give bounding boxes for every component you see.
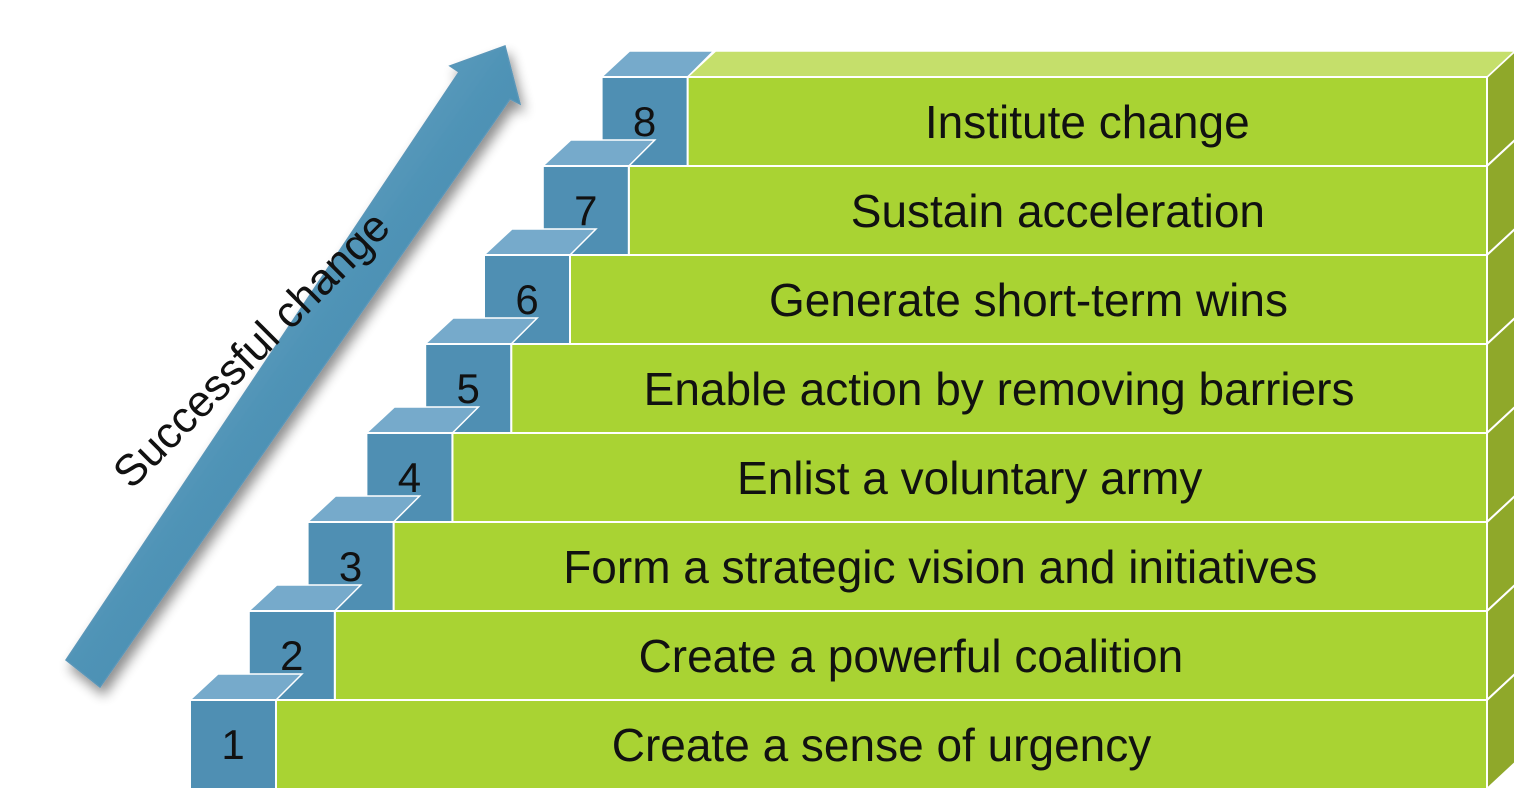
step-bar <box>275 699 1488 790</box>
steps-layer <box>188 48 1517 792</box>
step-bar <box>392 521 1489 612</box>
step-label: Enable action by removing barriers <box>643 362 1355 415</box>
arrow-graphic <box>64 45 522 689</box>
step-bar <box>333 610 1488 701</box>
bar-top-face <box>685 50 1517 78</box>
step-5 <box>423 315 1516 436</box>
step-number: 7 <box>574 186 598 234</box>
step-number: 5 <box>456 364 480 412</box>
step-bar <box>627 165 1488 256</box>
step-bar <box>686 76 1488 167</box>
step-label: Generate short-term wins <box>769 273 1288 326</box>
step-label: Form a strategic vision and initiatives <box>563 540 1318 593</box>
step-label: Sustain acceleration <box>850 184 1266 237</box>
step-number: 4 <box>397 453 422 501</box>
step-3 <box>305 493 1516 614</box>
step-label: Enlist a voluntary army <box>737 451 1203 504</box>
step-2 <box>246 582 1516 703</box>
step-6 <box>482 226 1516 347</box>
step-number: 2 <box>280 631 304 679</box>
step-label: Create a sense of urgency <box>611 718 1152 771</box>
step-8 <box>599 48 1517 169</box>
step-label: Create a powerful coalition <box>638 629 1184 682</box>
arrow-icon <box>64 45 522 689</box>
step-bar <box>569 254 1488 345</box>
step-number: 1 <box>221 720 245 768</box>
step-number: 8 <box>632 97 657 145</box>
step-number: 6 <box>515 275 539 323</box>
step-bar <box>510 343 1488 434</box>
step-7 <box>540 137 1516 258</box>
step-number: 3 <box>338 542 363 590</box>
step-1 <box>188 671 1516 792</box>
step-label: Institute change <box>924 95 1250 148</box>
number-box <box>189 699 277 790</box>
